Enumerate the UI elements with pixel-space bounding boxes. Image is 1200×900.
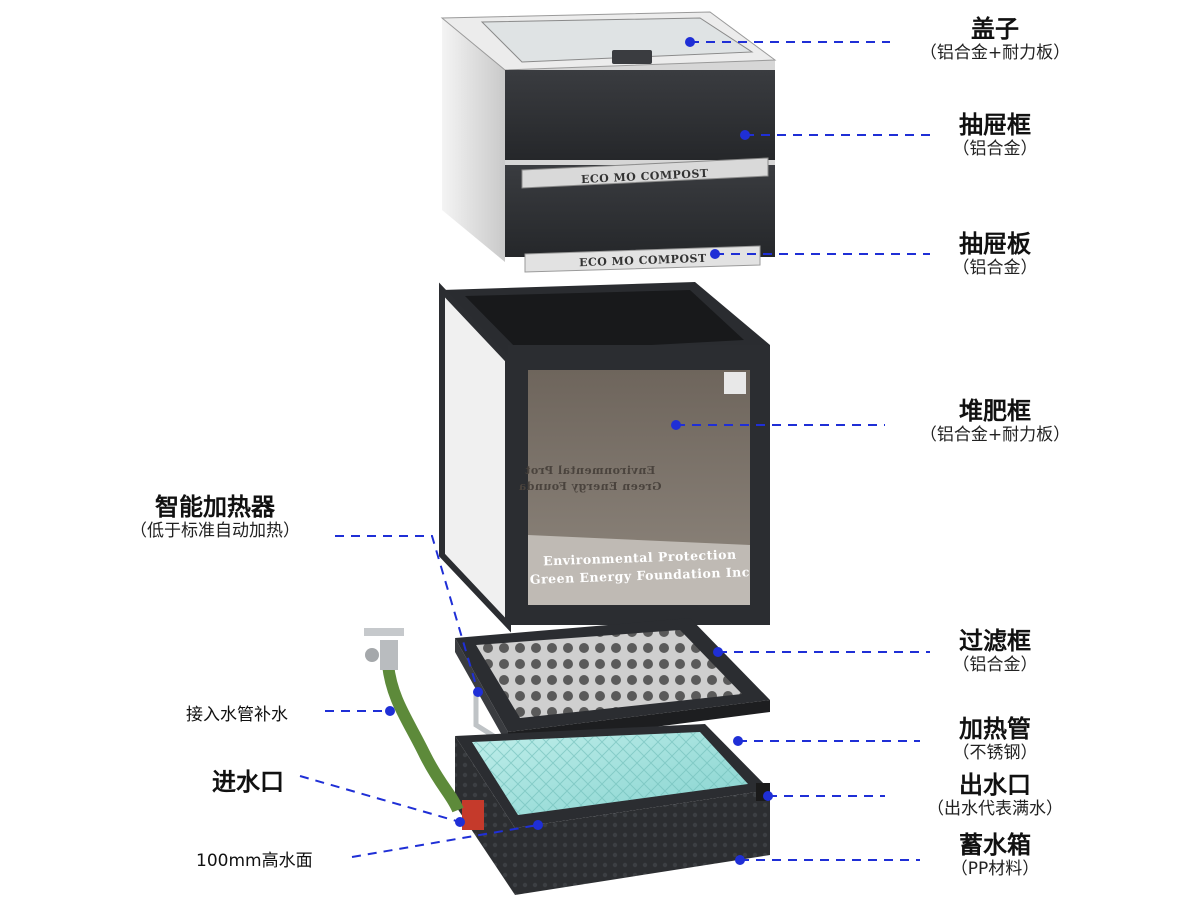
label-drawer-plate: 抽屉板 （铝合金） (900, 230, 1090, 278)
label-drawer-frame-title: 抽屉框 (959, 111, 1031, 139)
drawer-brand: ECO MO COMPOST (581, 167, 709, 186)
label-heater: 智能加热器 （低于标准自动加热） (100, 493, 330, 541)
label-water-level: 100mm高水面 (196, 851, 313, 871)
filter-frame-module (455, 618, 770, 746)
label-lid: 盖子 （铝合金+耐力板） (900, 15, 1090, 63)
label-drawer-frame-sub: （铝合金） (952, 138, 1038, 159)
label-heater-sub: （低于标准自动加热） (130, 520, 300, 541)
glass-text-1: Environmental Protection (543, 547, 737, 569)
label-drawer-plate-title: 抽屉板 (959, 230, 1031, 258)
label-compost-frame-sub: （铝合金+耐力板） (919, 424, 1071, 445)
label-inlet: 进水口 (212, 768, 284, 796)
label-lid-title: 盖子 (971, 15, 1019, 43)
label-heating-tube-title: 加热管 (959, 715, 1031, 743)
lid-drawer-module: ECO MO COMPOST ECO MO COMPOST (440, 11, 777, 273)
label-tank: 蓄水箱 （PP材料） (900, 831, 1090, 879)
label-outlet-title: 出水口 (959, 771, 1031, 799)
label-pipe: 接入水管补水 (186, 705, 288, 725)
label-filter-frame-title: 过滤框 (959, 627, 1031, 655)
label-compost-frame: 堆肥框 （铝合金+耐力板） (900, 397, 1090, 445)
label-drawer-plate-sub: （铝合金） (952, 257, 1038, 278)
water-tank-module (455, 724, 770, 895)
label-outlet: 出水口 （出水代表满水） (885, 771, 1105, 819)
label-drawer-frame: 抽屉框 （铝合金） (900, 111, 1090, 159)
label-heating-tube-sub: （不锈钢） (952, 742, 1038, 763)
glass-mirror-text-1: Environmental Prot (524, 464, 655, 477)
plate-brand: ECO MO COMPOST (579, 252, 707, 269)
label-tank-title: 蓄水箱 (959, 831, 1031, 859)
label-compost-frame-title: 堆肥框 (959, 397, 1031, 425)
label-filter-frame-sub: （铝合金） (952, 654, 1038, 675)
label-outlet-sub: （出水代表满水） (927, 798, 1063, 819)
label-tank-sub: （PP材料） (950, 858, 1040, 879)
compost-frame-module: Environmental Prot Green Energy Founda E… (439, 282, 770, 633)
label-filter-frame: 过滤框 （铝合金） (900, 627, 1090, 675)
label-heating-tube: 加热管 （不锈钢） (900, 715, 1090, 763)
leader-dots (385, 37, 773, 865)
label-heater-title: 智能加热器 (155, 493, 275, 521)
label-lid-sub: （铝合金+耐力板） (919, 42, 1071, 63)
glass-mirror-text-2: Green Energy Founda (519, 480, 662, 493)
supply-pipe (364, 628, 464, 813)
leader-lines (299, 41, 930, 861)
